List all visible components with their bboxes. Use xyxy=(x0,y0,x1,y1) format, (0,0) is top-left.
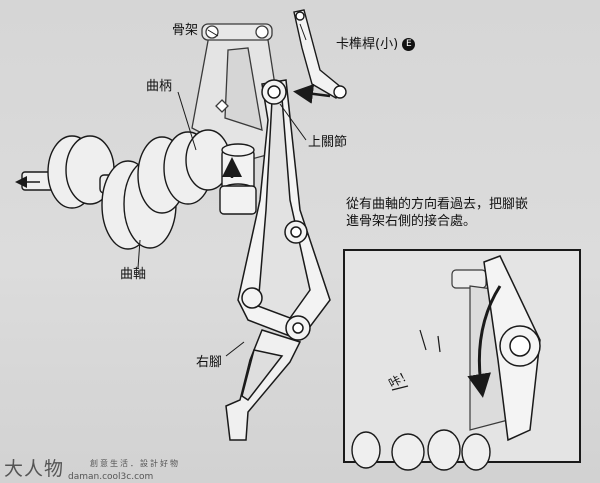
crank-part xyxy=(219,143,257,215)
tenon-lever-text: 卡榫桿(小) xyxy=(336,37,399,52)
upper-joint-part xyxy=(237,79,331,341)
leader-lines xyxy=(137,23,307,357)
brand-tagline: 創意生活．設計好物 xyxy=(90,459,180,468)
crank-label: 曲柄 xyxy=(146,79,173,94)
crankshaft-label: 曲軸 xyxy=(120,267,147,282)
tenon-lever-part xyxy=(293,9,347,99)
right-foot-part xyxy=(225,329,302,441)
frame-label: 骨架 xyxy=(172,23,199,38)
instruction-text: 從有曲軸的方向看過去，把腳嵌 進骨架右側的接合處。 xyxy=(346,196,586,230)
brand-url: daman.cool3c.com xyxy=(68,472,154,482)
right-foot-label: 右腳 xyxy=(196,355,223,370)
tenon-badge: E xyxy=(402,38,416,51)
frame-part xyxy=(191,23,286,161)
crankshaft-part xyxy=(21,129,231,250)
instruction-line-2: 進骨架右側的接合處。 xyxy=(346,214,477,229)
instruction-line-1: 從有曲軸的方向看過去，把腳嵌 xyxy=(346,197,529,212)
tenon-lever-label: 卡榫桿(小) E xyxy=(336,37,416,52)
detail-inset xyxy=(343,249,581,471)
brand-name: 大人物 xyxy=(4,458,65,480)
insert-arrow xyxy=(293,83,331,104)
brand-watermark: 大人物 創意生活．設計好物 daman.cool3c.com xyxy=(4,454,178,482)
upper-joint-label: 上關節 xyxy=(308,135,348,150)
